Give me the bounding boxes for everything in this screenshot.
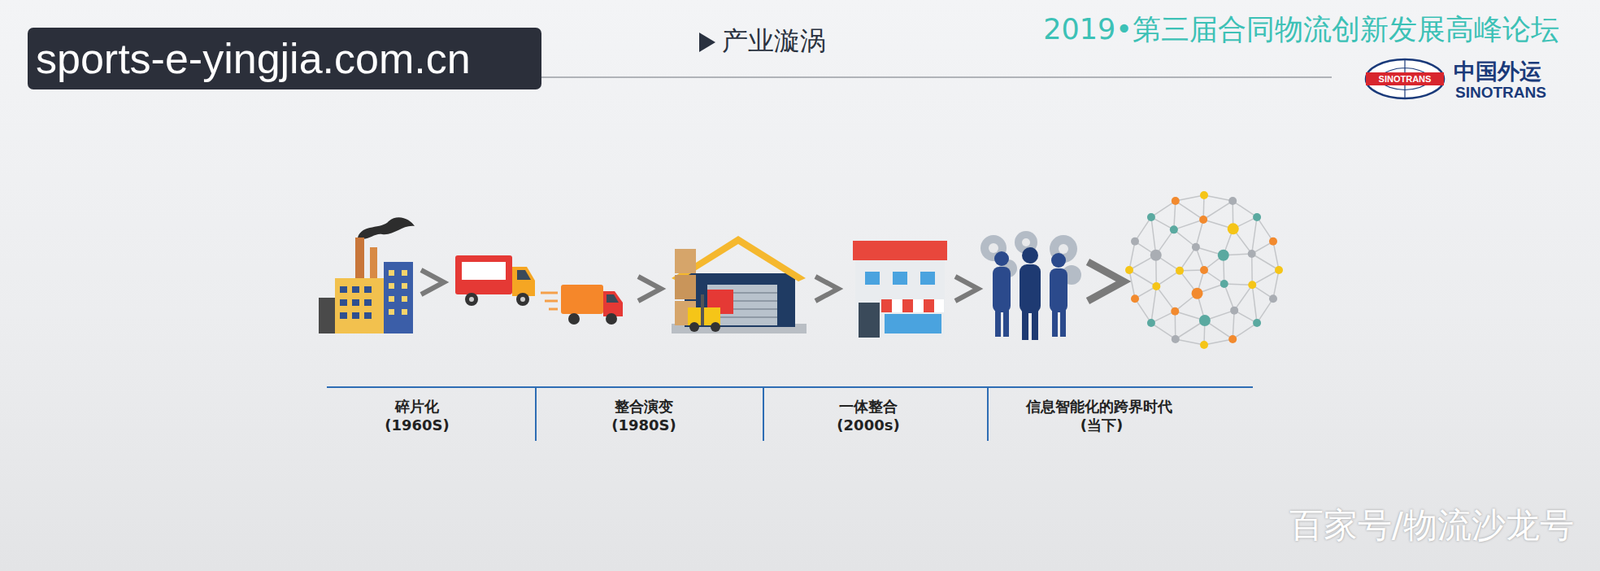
network-dot <box>1199 215 1208 224</box>
network-dot <box>1199 314 1211 327</box>
network-line <box>1251 253 1253 285</box>
warehouse-icon <box>671 235 807 334</box>
network-line <box>1173 200 1176 230</box>
network-line <box>1129 241 1135 270</box>
network-dot <box>1175 266 1184 275</box>
network-line <box>1232 322 1257 340</box>
network-line <box>1252 217 1257 254</box>
network-line <box>1134 217 1152 242</box>
network-line <box>1129 269 1135 299</box>
network-dot <box>1169 225 1179 234</box>
network-dot <box>1171 334 1180 344</box>
section-title: 产业漩涡 <box>721 26 827 57</box>
network-dot <box>1125 265 1134 274</box>
network-line <box>1204 195 1233 201</box>
network-dot <box>1200 191 1209 200</box>
network-line <box>1151 286 1157 323</box>
era-period: (当下) <box>1080 417 1123 435</box>
sinotrans-logo <box>1365 59 1444 99</box>
network-dot <box>1274 265 1283 274</box>
network-dot <box>1228 196 1237 205</box>
network-line <box>1129 269 1157 287</box>
network-dot <box>1200 340 1209 349</box>
era-name: 碎片化 <box>395 398 440 416</box>
timeline <box>326 386 1253 441</box>
people-icon <box>980 230 1082 340</box>
network-dot <box>1200 265 1209 274</box>
network-line <box>1204 339 1233 345</box>
network-line <box>1232 200 1257 218</box>
network-line <box>1151 322 1176 340</box>
company-name-en: SINOTRANS <box>1455 83 1547 102</box>
network-dot <box>1247 249 1257 258</box>
network-line <box>1156 286 1175 312</box>
network-line <box>1256 217 1274 242</box>
store-icon <box>852 240 948 338</box>
network-line <box>1273 241 1279 270</box>
network-line <box>1151 217 1157 256</box>
network-dot <box>1130 294 1140 303</box>
era-period: (1960S) <box>384 417 450 435</box>
watermark: 百家号/物流沙龙号 <box>1289 505 1574 545</box>
network-dot <box>1228 334 1237 344</box>
network-line <box>1224 283 1235 311</box>
delivery-van-icon <box>540 284 623 325</box>
network-line <box>1273 269 1279 299</box>
network-line <box>1179 247 1196 271</box>
network-line <box>1151 200 1176 218</box>
network-dot <box>1191 287 1204 300</box>
network-line <box>1252 269 1279 285</box>
network-dot <box>1170 307 1179 316</box>
truck-icon <box>455 255 535 306</box>
network-line <box>1175 339 1205 345</box>
era-name: 信息智能化的跨界时代 <box>1026 398 1173 416</box>
network-dot <box>1252 213 1261 222</box>
title-triangle <box>699 32 716 53</box>
network-dot <box>1230 306 1239 315</box>
era-name: 整合演变 <box>614 398 674 416</box>
network-line <box>1175 200 1204 220</box>
network-line <box>1173 229 1196 247</box>
company-name: 中国外运 <box>1453 58 1542 84</box>
network-line <box>1175 195 1205 201</box>
forum-title: 2019•第三届合同物流创新发展高峰论坛 <box>1043 13 1560 46</box>
network-dot <box>1269 294 1278 303</box>
chevron <box>421 261 1124 301</box>
network-dot <box>1252 318 1261 327</box>
network-dot <box>1147 213 1156 222</box>
network-line <box>1195 219 1204 248</box>
network-dot <box>1152 282 1161 291</box>
network-line <box>1203 200 1233 220</box>
network-dot <box>1150 249 1162 261</box>
era-period: (2000s) <box>836 417 900 435</box>
network-line <box>1252 284 1257 323</box>
network-line <box>1232 310 1235 340</box>
network-dot <box>1147 318 1156 327</box>
network-dot <box>1247 280 1257 289</box>
factory-icon <box>318 217 415 334</box>
network-dot <box>1217 249 1230 261</box>
network-dot <box>1191 243 1200 252</box>
network-line <box>1173 219 1204 230</box>
era-name: 一体整合 <box>839 398 898 416</box>
network-lines <box>1129 195 1279 345</box>
network-line <box>1156 270 1180 287</box>
network-line <box>1134 298 1152 323</box>
era-period: (1980S) <box>611 417 677 435</box>
network-dot <box>1130 237 1140 246</box>
network-dot <box>1220 279 1229 288</box>
logo-banner: SINOTRANS <box>1378 73 1432 85</box>
network-dot <box>1171 196 1180 205</box>
network-dot <box>1269 237 1278 246</box>
network-line <box>1174 311 1177 340</box>
network-dot <box>1227 222 1240 235</box>
network-line <box>1256 298 1274 323</box>
network-line <box>1252 253 1279 270</box>
network-line <box>1234 284 1253 310</box>
network-line <box>1224 283 1253 285</box>
watermark: sports-e-yingjia.com.cn <box>27 27 542 90</box>
